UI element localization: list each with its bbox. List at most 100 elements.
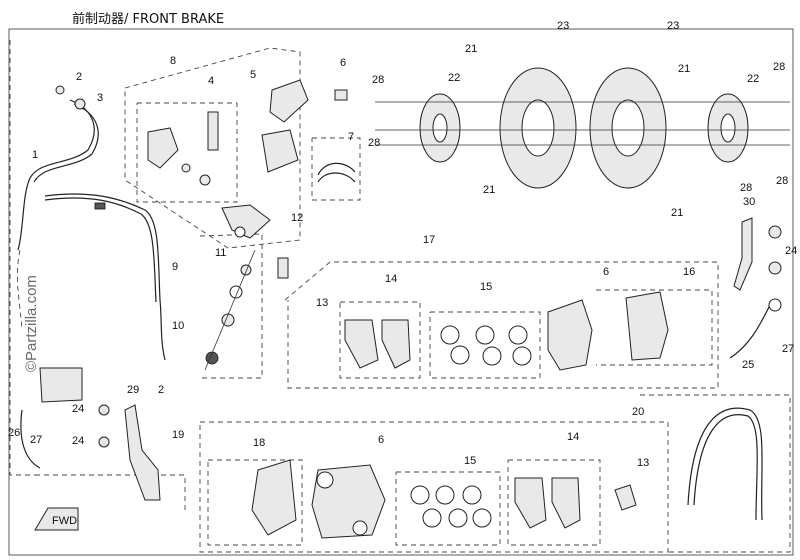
group-frame-11 [199, 233, 263, 379]
callout-21-bottom-left: 21 [483, 184, 495, 196]
group-frame-bottom-left [35, 474, 186, 510]
group-frame-16 [596, 289, 713, 366]
group-frame-4 [136, 102, 238, 203]
diagram-title: 前制动器/ FRONT BRAKE [72, 12, 225, 27]
callout-12: 12 [291, 212, 303, 224]
group-frame-15-upper [429, 311, 541, 379]
callout-27-right: 27 [782, 343, 794, 355]
group-frame-14-upper [339, 301, 421, 379]
callout-28-mid-left: 28 [368, 137, 380, 149]
callout-22-right: 22 [747, 73, 759, 85]
callout-2-bottom: 2 [158, 384, 164, 396]
callout-28-bottom-right: 28 [740, 182, 752, 194]
callout-22-left: 22 [448, 72, 460, 84]
brake-pad-14d [551, 477, 581, 529]
callout-7: 7 [348, 131, 354, 143]
group-frame-15-lower [395, 471, 501, 546]
bolt-24-left-b [98, 436, 110, 448]
bolt-24-left-a [98, 404, 110, 416]
brake-pad-14c [514, 477, 547, 529]
large-disc-right-23 [589, 67, 667, 189]
caliper-bracket-16 [625, 291, 669, 361]
piston-15b [475, 325, 495, 345]
caliper-bracket-18 [251, 459, 297, 536]
callout-6-mid: 6 [603, 266, 609, 278]
banjo-bolt-2 [55, 85, 65, 95]
group-frame-7 [311, 137, 361, 201]
callout-5: 5 [250, 69, 256, 81]
caliper-port-b [352, 520, 368, 536]
callout-14-lower: 14 [567, 431, 579, 443]
callout-13-upper: 13 [316, 297, 328, 309]
callout-15-lower: 15 [464, 455, 476, 467]
callout-21-top-right: 21 [678, 63, 690, 75]
group-frame-20 [640, 394, 791, 553]
callout-19: 19 [172, 429, 184, 441]
reservoir-cap-5 [269, 79, 309, 123]
callout-14-upper: 14 [385, 273, 397, 285]
hose-route-dashed [16, 249, 23, 331]
callout-20: 20 [632, 406, 644, 418]
piston-15g [410, 485, 430, 505]
seal-4 [199, 174, 211, 186]
bolt-24-upper [768, 225, 782, 239]
piston-15a [440, 325, 460, 345]
callout-21-top-left: 21 [465, 43, 477, 55]
callout-30: 30 [743, 196, 755, 208]
master-cylinder-body [147, 127, 179, 169]
callout-24-left-a: 24 [72, 403, 84, 415]
brake-hose-9 [44, 193, 166, 361]
large-disc-left-23 [499, 67, 577, 189]
brake-hose-1 [17, 99, 95, 251]
assembly-axis-11 [204, 249, 256, 371]
callout-28-bottom-right-b: 28 [776, 175, 788, 187]
callout-29: 29 [127, 384, 139, 396]
clamp-7 [317, 162, 356, 176]
callout-8: 8 [170, 55, 176, 67]
callout-10: 10 [172, 320, 184, 332]
callout-16: 16 [683, 266, 695, 278]
group-frame-18 [207, 459, 303, 546]
banjo-washer-3 [74, 98, 86, 110]
callout-13-lower: 13 [637, 457, 649, 469]
callout-15-upper: 15 [480, 281, 492, 293]
fitting-27-right [768, 298, 782, 312]
lever-29 [124, 404, 161, 501]
piston-15h [435, 485, 455, 505]
brake-caliper-upper [547, 299, 593, 371]
lever-30 [733, 217, 753, 291]
callout-27-left: 27 [30, 434, 42, 446]
diagram-frame [8, 28, 794, 556]
callout-21-bottom-right: 21 [671, 207, 683, 219]
fwd-label: FWD [52, 515, 77, 527]
piston-15e [482, 346, 502, 366]
spring-4 [181, 163, 191, 173]
brake-hose-1-outline [33, 103, 99, 183]
hose-clamp [94, 202, 106, 210]
brake-hose-26 [20, 409, 41, 469]
callout-9: 9 [172, 261, 178, 273]
brake-lever-bracket [221, 204, 271, 239]
brake-hose-20 [687, 407, 763, 521]
piston-15f [512, 346, 532, 366]
piston-4 [207, 111, 219, 151]
brake-pad-14a [344, 319, 379, 369]
group-frame-left [9, 40, 35, 476]
callout-28-top-right: 28 [773, 61, 785, 73]
callout-4: 4 [208, 75, 214, 87]
brake-pad-14b [381, 319, 411, 369]
brake-hose-25 [729, 304, 771, 359]
piston-15c [508, 325, 528, 345]
piston-15d [450, 345, 470, 365]
callout-26: 26 [8, 427, 20, 439]
pad-spring-13 [614, 484, 637, 511]
abs-unit [39, 367, 83, 403]
callout-23-right: 23 [667, 20, 679, 32]
brake-hose-9-outline [44, 197, 157, 303]
bolt-24-lower [768, 261, 782, 275]
seal-11a [240, 264, 252, 276]
fwd-arrow [34, 507, 79, 531]
callout-24-left-b: 24 [72, 435, 84, 447]
group-frame-17 [284, 261, 719, 389]
